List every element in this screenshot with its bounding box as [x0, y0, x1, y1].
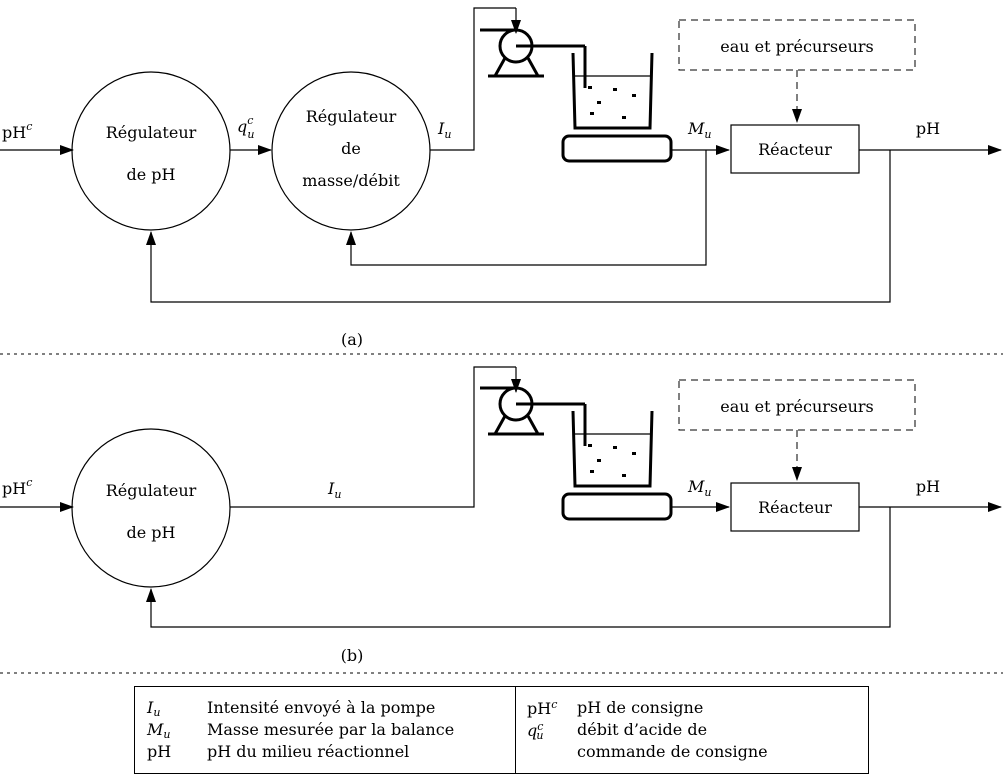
setpoint-label-b: pHc	[2, 476, 32, 498]
legend-row-qu: qcu	[527, 720, 544, 742]
pump-b	[480, 386, 587, 446]
ph-feedback-b	[146, 507, 891, 628]
legend-desc: pH du milieu réactionnel	[207, 742, 410, 761]
water-precursors-label-a: eau et précurseurs	[720, 37, 874, 56]
ph-controller-b	[71, 428, 231, 588]
legend-symbol-sub: u	[163, 728, 171, 741]
legend-symbol: pH	[147, 742, 172, 761]
water-precursors-label-b: eau et précurseurs	[720, 397, 874, 416]
mass-controller-line2: de	[341, 139, 361, 158]
legend-row-iu: Iu	[147, 698, 160, 719]
ph-feedback-a	[146, 150, 891, 303]
legend-desc: pH de consigne	[577, 698, 704, 717]
reactor-label-b: Réacteur	[758, 498, 832, 517]
acid-beaker-b	[571, 410, 654, 488]
mass-controller-line3: masse/débit	[302, 171, 400, 190]
legend-desc: commande de consigne	[577, 742, 768, 761]
ph-controller-b-line2: de pH	[127, 523, 176, 542]
legend-table: Iu Intensité envoyé à la pompe Mu Masse …	[134, 686, 869, 774]
ph-controller-a-line1: Régulateur	[106, 123, 197, 142]
panel-b: pHc Régulateur de pH Iu Mu eau et	[0, 366, 1002, 665]
legend-symbol-sup: c	[551, 698, 558, 711]
legend-symbol: q	[527, 721, 538, 740]
legend-symbol-sup: c	[537, 720, 544, 733]
legend-symbol-sub: u	[153, 706, 161, 719]
scale-a	[561, 134, 673, 163]
caption-b: (b)	[341, 646, 364, 665]
iu-label-a: Iu	[437, 119, 451, 141]
ph-controller-b-line1: Régulateur	[106, 481, 197, 500]
legend-row-phc: pHc	[527, 698, 557, 718]
reactor-a	[730, 124, 860, 174]
water-precursors-box-b	[678, 379, 916, 431]
iu-label-b: Iu	[327, 479, 341, 501]
caption-a: (a)	[341, 330, 363, 349]
legend-symbol: M	[147, 720, 164, 739]
legend-row-mu: Mu	[147, 720, 170, 741]
acid-beaker-a	[571, 52, 654, 130]
legend-symbol: pH	[527, 699, 552, 718]
reactor-label-a: Réacteur	[758, 140, 832, 159]
output-label-b: pH	[916, 477, 940, 496]
ph-controller-a	[71, 71, 231, 231]
legend-symbol: I	[147, 698, 154, 717]
mass-flow-controller	[271, 71, 431, 231]
mass-controller-line1: Régulateur	[306, 107, 397, 126]
mu-label-b: Mu	[687, 477, 711, 499]
legend-divider	[515, 687, 517, 773]
iu-line-b	[230, 366, 516, 508]
mass-feedback-a	[346, 150, 707, 266]
legend-desc: débit d’acide de	[577, 720, 708, 739]
pump-a	[480, 28, 587, 88]
iu-line-a	[430, 7, 516, 151]
setpoint-label-a: pHc	[2, 120, 32, 142]
output-label-a: pH	[916, 119, 940, 138]
legend-symbol-sub: u	[536, 729, 544, 742]
water-precursors-box-a	[678, 19, 916, 71]
ph-controller-a-line2: de pH	[127, 165, 176, 184]
legend-row-ph: pH	[147, 742, 171, 761]
legend-desc: Intensité envoyé à la pompe	[207, 698, 436, 717]
mu-label-a: Mu	[687, 119, 711, 141]
scale-b	[561, 492, 673, 521]
legend-desc: Masse mesurée par la balance	[207, 720, 455, 739]
